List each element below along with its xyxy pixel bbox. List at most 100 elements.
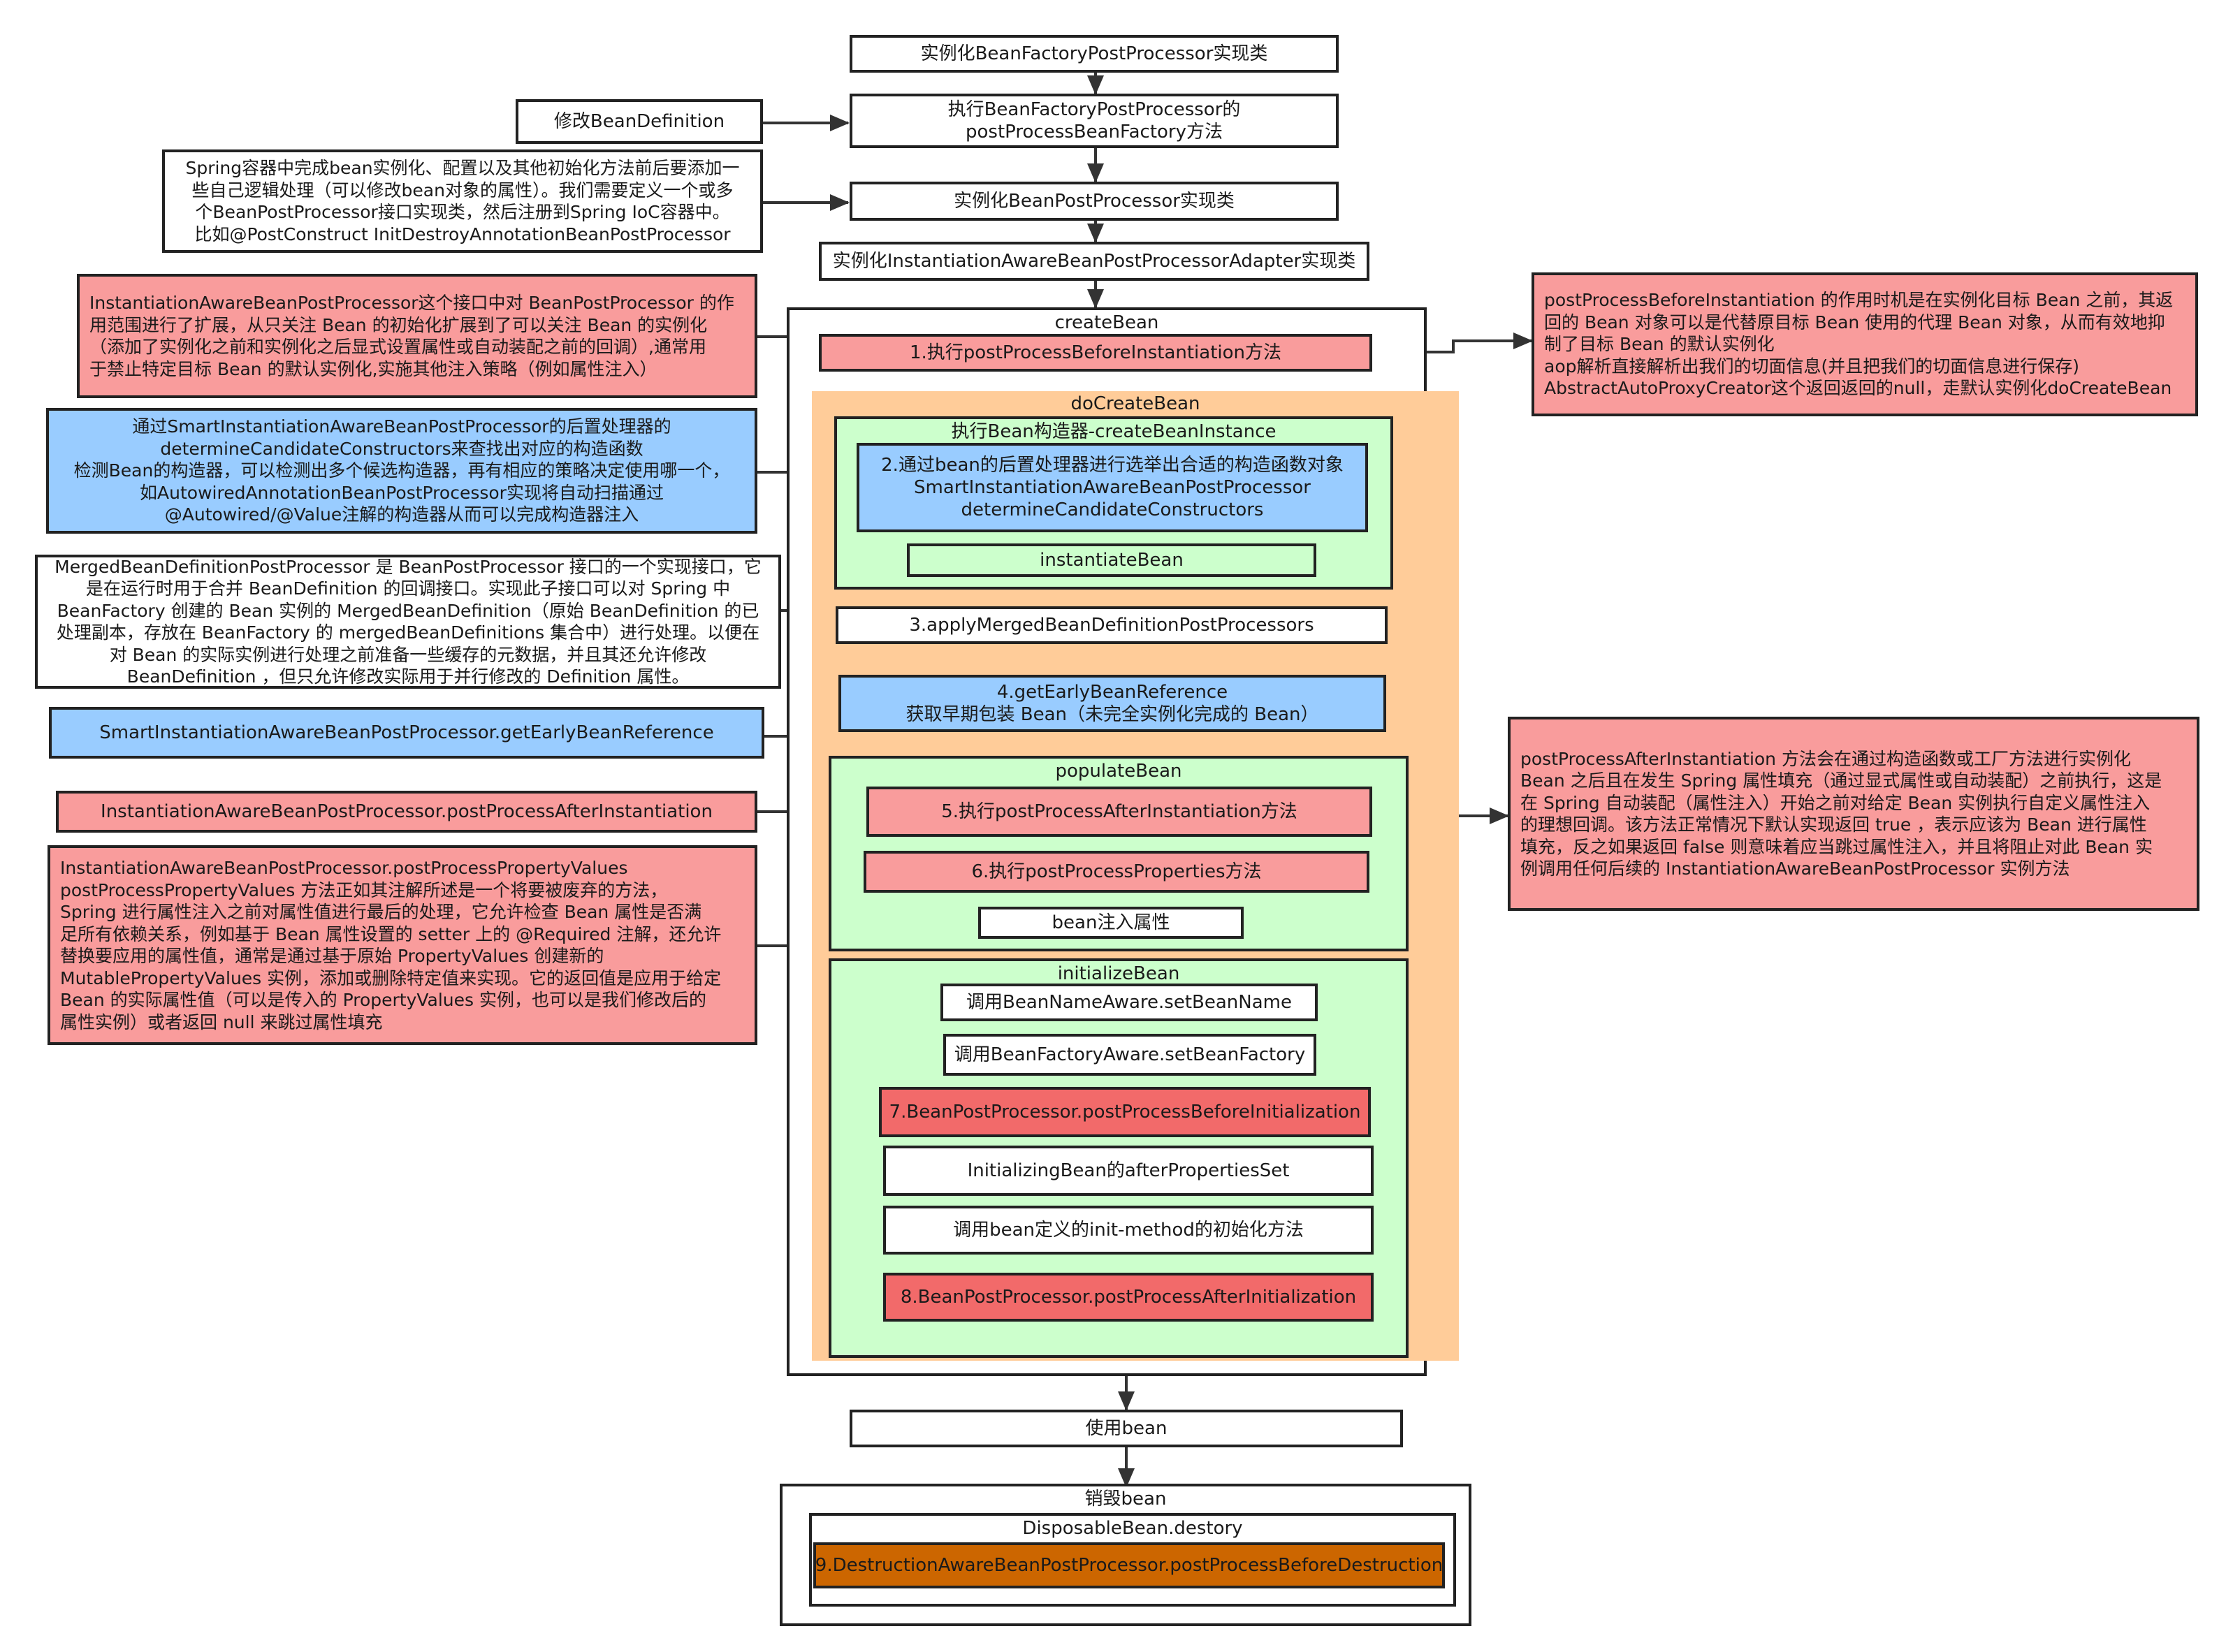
step2-line-3: determineCandidateConstructors [961,499,1264,520]
use-bean-label: 使用bean [1085,1418,1168,1439]
note-bpp-line-3: 个BeanPostProcessor接口实现类，然后注册到Spring IoC容… [195,202,730,222]
use-bean-box: 使用bean [850,1410,1403,1447]
instantiate-iabppa-label: 实例化InstantiationAwareBeanPostProcessorAd… [832,251,1356,272]
note-before-inst-line-2: 回的 Bean 对象可以是代替原目标 Bean 使用的代理 Bean 对象，从而… [1544,312,2165,332]
note-prop-line-6: MutablePropertyValues 实例，添加或删除特定值来实现。它的返… [60,967,722,988]
note-iabpp-line-3: （添加了实例化之前和实例化之后显式设置属性或自动装配之前的回调）,通常用 [89,337,706,357]
note-after-inst-line-2: Bean 之后且在发生 Spring 属性填充（通过显式属性或自动装配）之前执行… [1520,770,2162,791]
note-smart-line-4: 如AutowiredAnnotationBeanPostProcessor实现将… [140,482,664,503]
set-bean-factory-label: 调用BeanFactoryAware.setBeanFactory [954,1044,1306,1065]
note-before-inst-line-3: 制了目标 Bean 的默认实例化 [1544,334,1775,355]
instantiate-bpp-label: 实例化BeanPostProcessor实现类 [954,191,1235,212]
note-modify-bd-label: 修改BeanDefinition [553,111,725,132]
instantiate-bfpp-label: 实例化BeanFactoryPostProcessor实现类 [920,43,1268,64]
note-merged-line-2: 是在运行时用于合并 BeanDefinition 的回调接口。实现此子接口可以对… [85,578,731,599]
note-prop-line-8: 属性实例）或者返回 null 来跳过属性填充 [60,1011,383,1032]
note-prop-line-7: Bean 的实际属性值（可以是传入的 PropertyValues 实例，也可以… [60,990,707,1010]
initialize-bean-title: initializeBean [1057,963,1180,984]
note-smart-line-2: determineCandidateConstructors来查找出对应的构造函… [160,438,643,459]
step9-before-destruction: 9.DestructionAwareBeanPostProcessor.post… [813,1542,1445,1588]
note-after-inst-line-4: 的理想回调。该方法正常情况下默认实现返回 true ，表示应该为 Bean 进行… [1520,814,2147,835]
note-merged-line-1: MergedBeanDefinitionPostProcessor 是 Bean… [54,556,762,577]
step3-merged-bd: 3.applyMergedBeanDefinitionPostProcessor… [836,606,1388,644]
set-bean-factory-box: 调用BeanFactoryAware.setBeanFactory [943,1034,1316,1076]
note-smart-desc: 通过SmartInstantiationAwareBeanPostProcess… [46,408,757,534]
note-smart-line-3: 检测Bean的构造器，可以检测出多个候选构造器，再有相应的策略决定使用哪一个， [73,460,730,481]
step2-line-2: SmartInstantiationAwareBeanPostProcessor [913,477,1311,498]
init-method-box: 调用bean定义的init-method的初始化方法 [883,1206,1374,1255]
step1-before-instantiation: 1.执行postProcessBeforeInstantiation方法 [819,334,1372,372]
note-bpp-desc: Spring容器中完成bean实例化、配置以及其他初始化方法前后要添加一 些自己… [162,149,763,253]
note-prop-values-desc: InstantiationAwareBeanPostProcessor.post… [48,845,757,1045]
note-bpp-line-2: 些自己逻辑处理（可以修改bean对象的属性）。我们需要定义一个或多 [191,180,734,200]
create-instance-title: 执行Bean构造器-createBeanInstance [951,421,1276,442]
note-prop-line-5: 替换要应用的属性值，通常是通过基于原始 PropertyValues 创建新的 [60,946,604,966]
note-smart-line-5: @Autowired/@Value注解的构造器从而可以完成构造器注入 [164,504,639,525]
note-before-inst-line-4: aop解析直接解析出我们的切面信息(并且把我们的切面信息进行保存) [1544,356,2079,377]
note-early-ref: SmartInstantiationAwareBeanPostProcessor… [49,707,764,759]
note-merged-line-6: BeanDefinition ，但只允许修改实际用于并行修改的 Definiti… [126,666,690,687]
note-bpp-line-4: 比如@PostConstruct InitDestroyAnnotationBe… [194,224,731,244]
step8-after-initialization: 8.BeanPostProcessor.postProcessAfterInit… [883,1273,1374,1322]
do-create-bean-title: doCreateBean [1070,393,1200,414]
instantiate-bpp-box: 实例化BeanPostProcessor实现类 [850,182,1339,221]
step2-determine-constructors: 2.通过bean的后置处理器进行选举出合适的构造函数对象 SmartInstan… [857,443,1368,532]
step7-label: 7.BeanPostProcessor.postProcessBeforeIni… [889,1102,1361,1123]
step6-label: 6.执行postProcessProperties方法 [971,861,1262,882]
step4-early-reference: 4.getEarlyBeanReference 获取早期包装 Bean（未完全实… [838,675,1386,732]
after-properties-set-box: InitializingBean的afterPropertiesSet [883,1146,1374,1196]
step9-label: 9.DestructionAwareBeanPostProcessor.post… [815,1555,1443,1576]
note-smart-line-1: 通过SmartInstantiationAwareBeanPostProcess… [132,416,671,437]
bean-inject-props-box: bean注入属性 [978,907,1244,939]
exec-bfpp-box: 执行BeanFactoryPostProcessor的 postProcessB… [850,94,1339,148]
note-after-inst-ref-label: InstantiationAwareBeanPostProcessor.post… [101,801,713,822]
note-after-inst-line-3: 在 Spring 自动装配（属性注入）开始之前对给定 Bean 实例执行自定义属… [1520,792,2151,813]
note-merged-line-3: BeanFactory 创建的 Bean 实例的 MergedBeanDefin… [57,600,759,621]
bean-inject-props-label: bean注入属性 [1052,912,1170,933]
after-properties-set-label: InitializingBean的afterPropertiesSet [967,1160,1290,1181]
note-after-inst-line-1: postProcessAfterInstantiation 方法会在通过构造函数… [1520,748,2131,769]
step7-before-initialization: 7.BeanPostProcessor.postProcessBeforeIni… [879,1087,1371,1137]
note-iabpp-line-4: 于禁止特定目标 Bean 的默认实例化,实施其他注入策略（例如属性注入） [89,358,657,379]
step8-label: 8.BeanPostProcessor.postProcessAfterInit… [900,1287,1357,1308]
note-prop-line-3: Spring 进行属性注入之前对属性值进行最后的处理，它允许检查 Bean 属性… [60,902,702,922]
note-modify-bd: 修改BeanDefinition [516,99,763,144]
step4-line-2: 获取早期包装 Bean（未完全实例化完成的 Bean） [905,704,1319,725]
disposable-bean-title: DisposableBean.destory [1022,1518,1243,1539]
step5-label: 5.执行postProcessAfterInstantiation方法 [941,801,1297,822]
note-prop-line-2: postProcessPropertyValues 方法正如其注解所述是一个将要… [60,879,668,900]
note-iabpp-line-1: InstantiationAwareBeanPostProcessor这个接口中… [89,293,734,313]
note-merged-line-5: 对 Bean 的实际实例进行处理之前准备一些缓存的元数据，并且其还允许修改 [109,644,707,665]
step3-label: 3.applyMergedBeanDefinitionPostProcessor… [909,615,1314,636]
note-after-inst-line-5: 填充，反之如果返回 false 则意味着应当跳过属性注入，并且将阻止对此 Bea… [1520,836,2153,857]
note-before-inst-line-5: AbstractAutoProxyCreator这个返回返回的null，走默认实… [1544,378,2172,399]
note-early-ref-label: SmartInstantiationAwareBeanPostProcessor… [99,722,714,743]
step5-after-instantiation: 5.执行postProcessAfterInstantiation方法 [866,787,1372,837]
note-after-inst-desc: postProcessAfterInstantiation 方法会在通过构造函数… [1508,717,2199,911]
note-prop-line-4: 足所有依赖关系，例如基于 Bean 属性设置的 setter 上的 @Requi… [60,923,722,944]
instantiate-bean-label: instantiateBean [1040,550,1184,571]
set-bean-name-box: 调用BeanNameAware.setBeanName [940,984,1318,1021]
note-before-inst-line-1: postProcessBeforeInstantiation 的作用时机是在实例… [1544,290,2174,311]
step1-label: 1.执行postProcessBeforeInstantiation方法 [909,342,1282,363]
init-method-label: 调用bean定义的init-method的初始化方法 [953,1220,1304,1241]
step4-line-1: 4.getEarlyBeanReference [996,682,1228,703]
note-merged-desc: MergedBeanDefinitionPostProcessor 是 Bean… [35,555,781,689]
instantiate-bfpp-box: 实例化BeanFactoryPostProcessor实现类 [850,35,1339,73]
note-iabpp-line-2: 用范围进行了扩展，从只关注 Bean 的初始化扩展到了可以关注 Bean 的实例… [89,314,708,335]
note-before-inst-desc: postProcessBeforeInstantiation 的作用时机是在实例… [1532,272,2198,416]
note-after-inst-ref: InstantiationAwareBeanPostProcessor.post… [56,791,757,833]
note-after-inst-line-6: 例调用任何后续的 InstantiationAwareBeanPostProce… [1520,858,2070,879]
instantiate-bean-box: instantiateBean [907,543,1316,577]
step6-post-process-properties: 6.执行postProcessProperties方法 [864,851,1369,893]
set-bean-name-label: 调用BeanNameAware.setBeanName [966,992,1292,1013]
note-merged-line-4: 处理副本，存放在 BeanFactory 的 mergedBeanDefinit… [56,622,760,643]
step2-line-1: 2.通过bean的后置处理器进行选举出合适的构造函数对象 [881,455,1344,476]
exec-bfpp-line-1: 执行BeanFactoryPostProcessor的 [947,99,1241,120]
exec-bfpp-line-2: postProcessBeanFactory方法 [966,122,1223,142]
note-iabpp-desc: InstantiationAwareBeanPostProcessor这个接口中… [77,274,757,398]
destroy-bean-title: 销毁bean [1084,1489,1167,1510]
note-bpp-line-1: Spring容器中完成bean实例化、配置以及其他初始化方法前后要添加一 [185,158,740,178]
instantiate-iabppa-box: 实例化InstantiationAwareBeanPostProcessorAd… [819,242,1369,281]
create-bean-title: createBean [1054,312,1159,333]
